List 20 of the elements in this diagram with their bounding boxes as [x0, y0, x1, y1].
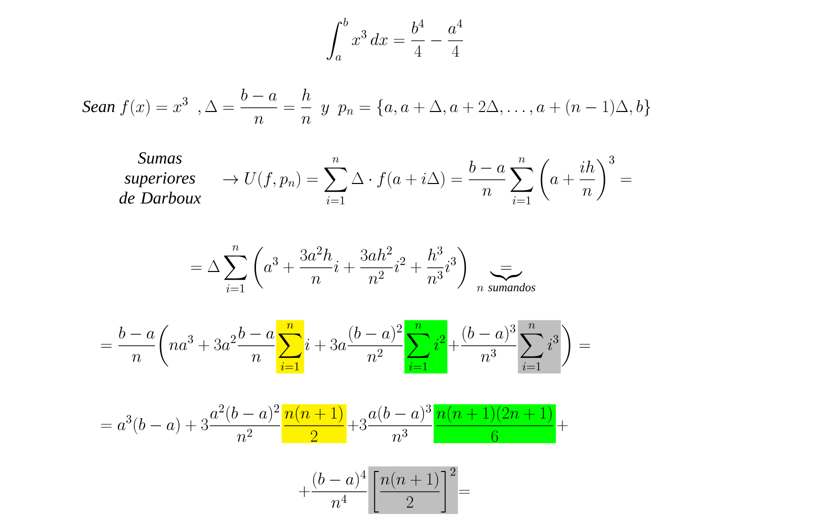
equation: $=\Delta\sum_{i=1}^{n}\left(a^3+\frac{3a^2h}{n}i+\frac{3ah^2}{n^2}i^2+\frac{h^3}{n^3}i^3\right)\ \underbrace{=}_{n\ \mathit{sumandos}}$ [191, 245, 536, 292]
highlighted-term: $\sum_{i=1}^{n}$ [276, 320, 304, 374]
highlighted-term: $\sum_{i=1}^{n}i^2$ [404, 320, 448, 374]
equation: $+$ [557, 420, 568, 432]
highlighted-term: $\frac{n(n+1)}{2}$ [282, 404, 347, 444]
equation: $+\frac{(b-a)^3}{n^3}$ [448, 324, 516, 362]
equation: $\mathit{Sean}\ f(x)=x^3\ \ ,\Delta=\frac{b-a}{n}=\frac{h}{n}\ \ y\ \ p_n=\{a,a+\Delta,a+2\Delta,\dots,a+(n-1)\Delta,b\}$ [82, 88, 650, 124]
equation: $i+3a\frac{(b-a)^2}{n^2}$ [304, 324, 403, 362]
highlighted-term: $\left[\frac{n(n+1)}{2}\right]^2$ [368, 466, 458, 514]
equation: $=a^3(b-a)+3\frac{a^2(b-a)^2}{n^2}$ [101, 404, 280, 442]
annotation-text: Sumas superiores de Darboux [119, 152, 201, 204]
equation: $\to U(f,p_n)=\sum_{i=1}^{n}\Delta\cdot f(a+i\Delta)=\frac{b-a}{n}\sum_{i=1}^{n}\left(a+\frac{ih}{n}\right)^3=$ [223, 156, 632, 204]
equation: $\int_a^b x^3\,dx=\frac{b^4}{4}-\frac{a^4}{4}$ [326, 18, 464, 61]
equation: $\biggr)=$ [562, 325, 590, 366]
equation: $+\frac{(b-a)^4}{n^4}$ [299, 470, 367, 508]
equation: $=$ [459, 490, 470, 494]
equation: $+3\frac{a(b-a)^3}{n^3}$ [348, 404, 432, 442]
highlighted-term: $\frac{n(n+1)(2n+1)}{6}$ [434, 404, 556, 444]
highlighted-term: $\sum_{i=1}^{n}i^3$ [518, 320, 561, 374]
equation: $=\frac{b-a}{n}\biggl(na^3+3a^2\frac{b-a}{n}$ [101, 325, 275, 366]
